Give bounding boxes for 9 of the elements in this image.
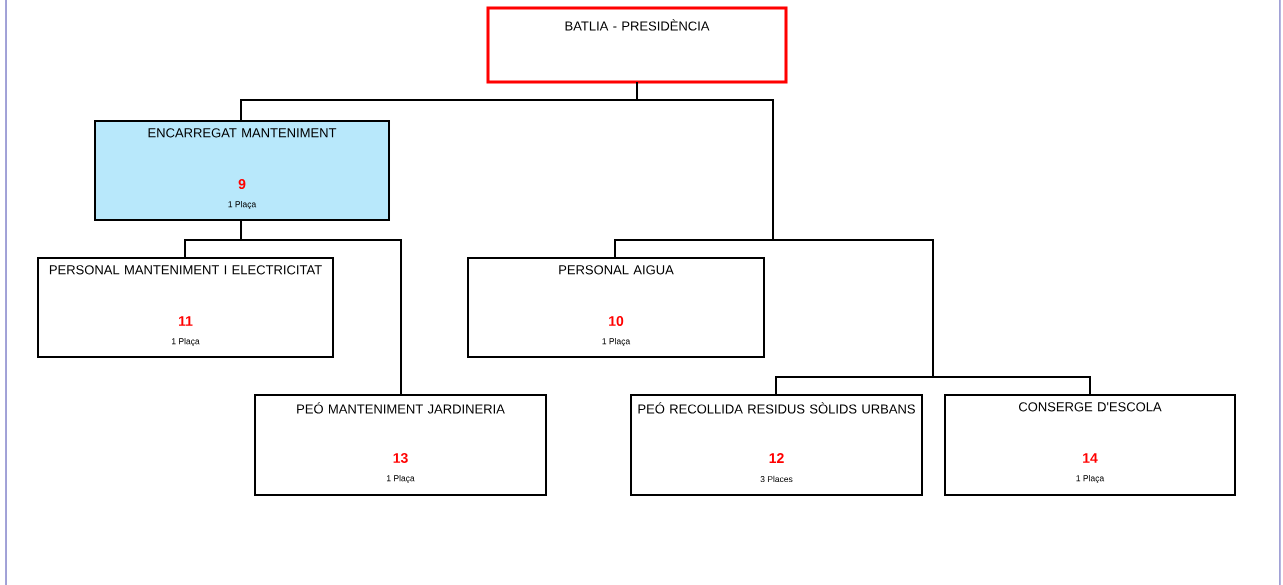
org-box: PERSONAL MANTENIMENT I ELECTRICITAT 11 1 Plaça: [37, 257, 334, 358]
org-box: CONSERGE D'ESCOLA 14 1 Plaça: [944, 394, 1236, 496]
org-box: PERSONAL AIGUA 10 1 Plaça: [467, 257, 765, 358]
org-box: PEÓ MANTENIMENT JARDINERIA 13 1 Plaça: [254, 394, 547, 496]
connector-line: [240, 219, 402, 396]
org-box: ENCARREGAT MANTENIMENT 9 1 Plaça: [94, 120, 390, 221]
org-box: BATLIA - PRESIDÈNCIA: [486, 6, 788, 84]
connector-line: [636, 81, 1091, 396]
org-box: PEÓ RECOLLIDA RESIDUS SÒLIDS URBANS 12 3 Places: [630, 394, 923, 496]
